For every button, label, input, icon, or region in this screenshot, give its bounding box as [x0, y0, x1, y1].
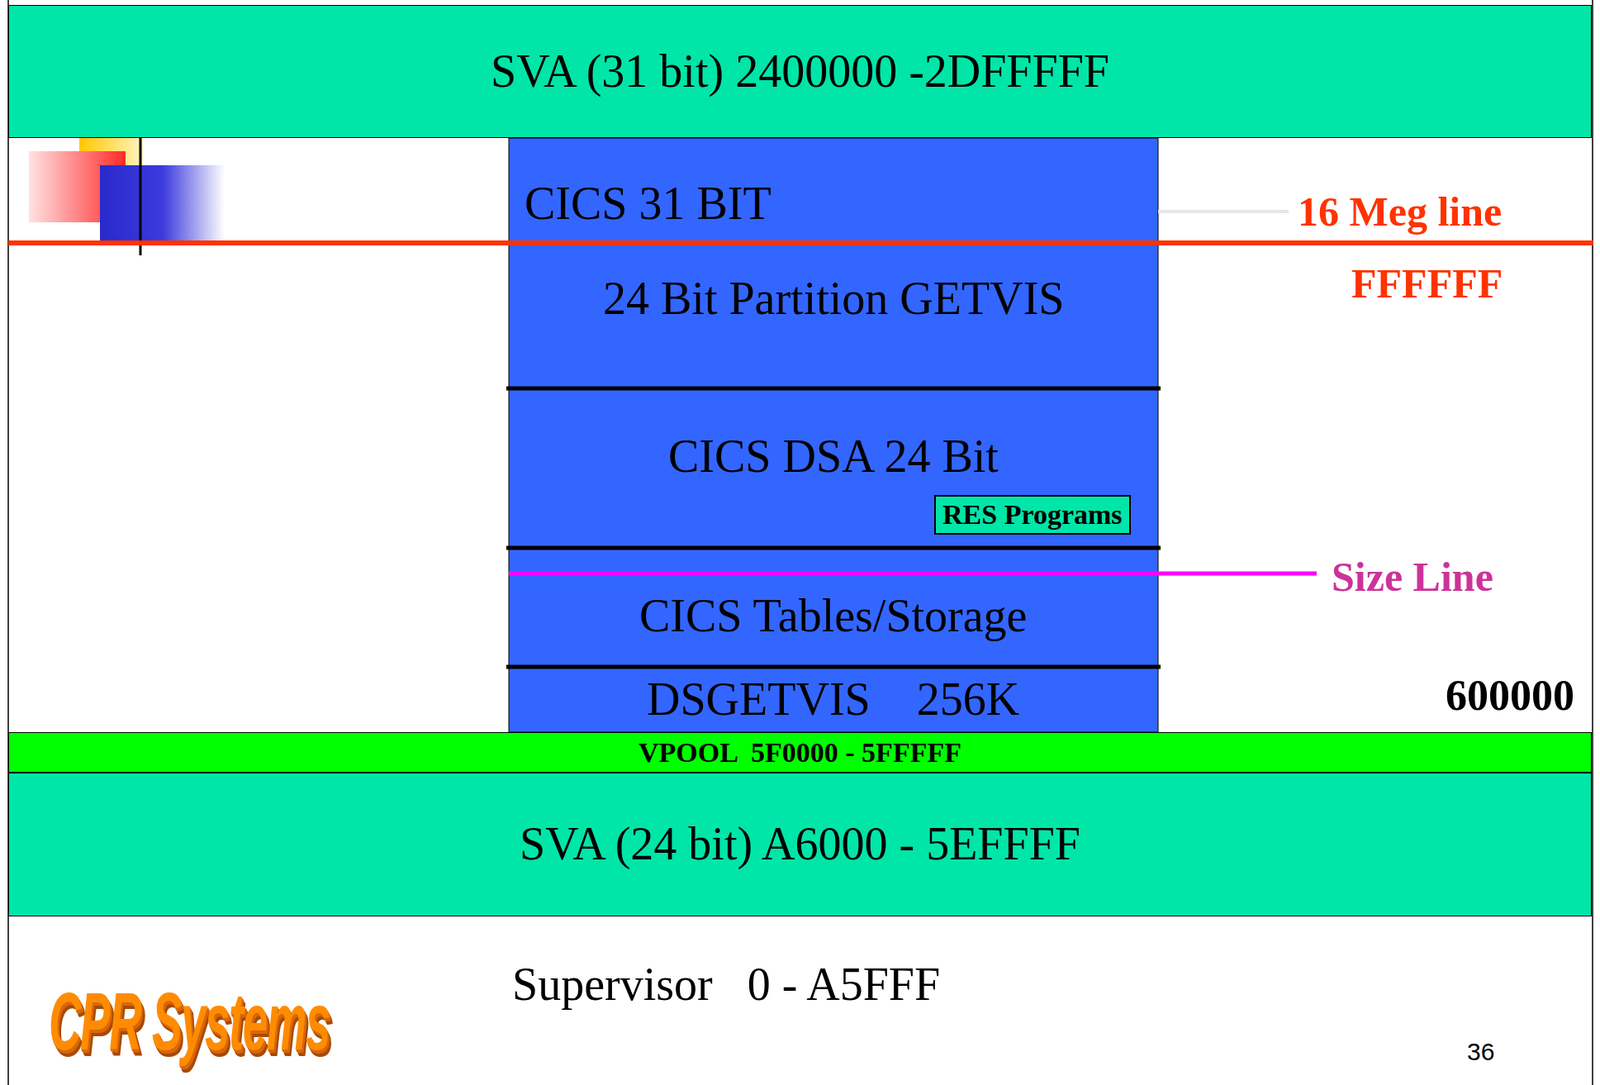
memory-region: DSGETVIS 256K: [508, 666, 1159, 732]
meg-line: [8, 240, 1594, 246]
divider-line: [506, 664, 1161, 670]
size-line: [508, 571, 1317, 576]
partition-column: [508, 137, 1159, 732]
boundary-label: 16 Meg line: [1297, 189, 1502, 235]
divider-line: [506, 545, 1161, 551]
node-text: 24 Bit Partition GETVIS: [602, 273, 1064, 325]
memory-region: CICS DSA 24 BitRES Programs: [508, 388, 1159, 548]
frame-line: [1591, 0, 1594, 1085]
address-label: FFFFFF: [1351, 261, 1503, 307]
node-text: CICS 31 BIT: [524, 178, 772, 230]
node-text: CICS DSA 24 Bit: [668, 431, 999, 483]
node-text: CICS Tables/Storage: [639, 590, 1027, 642]
deco-square: [99, 165, 225, 245]
vpool-band: VPOOL 5F0000 - 5FFFFF: [8, 731, 1592, 773]
leader-line: [1158, 209, 1289, 214]
supervisor-area: Supervisor 0 - A5FFF: [512, 959, 941, 1011]
logo-text: CPR Systems: [48, 976, 330, 1067]
res-programs-box: RES Programs: [934, 494, 1131, 535]
boundary-label: Size Line: [1331, 554, 1494, 600]
memory-region: 24 Bit Partition GETVIS: [508, 242, 1159, 389]
page-number: 36: [1467, 1037, 1495, 1065]
address-label: 600000: [1445, 671, 1575, 719]
frame-line: [7, 0, 10, 1085]
node-text: SVA (24 bit) A6000 - 5EFFFF: [519, 818, 1081, 870]
node-text: SVA (31 bit) 2400000 -2DFFFFF: [490, 46, 1110, 98]
memory-band: SVA (24 bit) A6000 - 5EFFFF: [8, 772, 1592, 917]
deco-line: [139, 137, 143, 256]
divider-line: [506, 386, 1161, 391]
node-text: DSGETVIS 256K: [646, 674, 1020, 726]
node-text: VPOOL 5F0000 - 5FFFFF: [638, 736, 962, 768]
memory-band: SVA (31 bit) 2400000 -2DFFFFF: [8, 4, 1592, 138]
node-text: RES Programs: [942, 498, 1123, 530]
memory-region: CICS 31 BIT: [508, 137, 1159, 243]
memory-region: CICS Tables/Storage: [508, 547, 1159, 667]
leader-line: [85, 210, 509, 214]
